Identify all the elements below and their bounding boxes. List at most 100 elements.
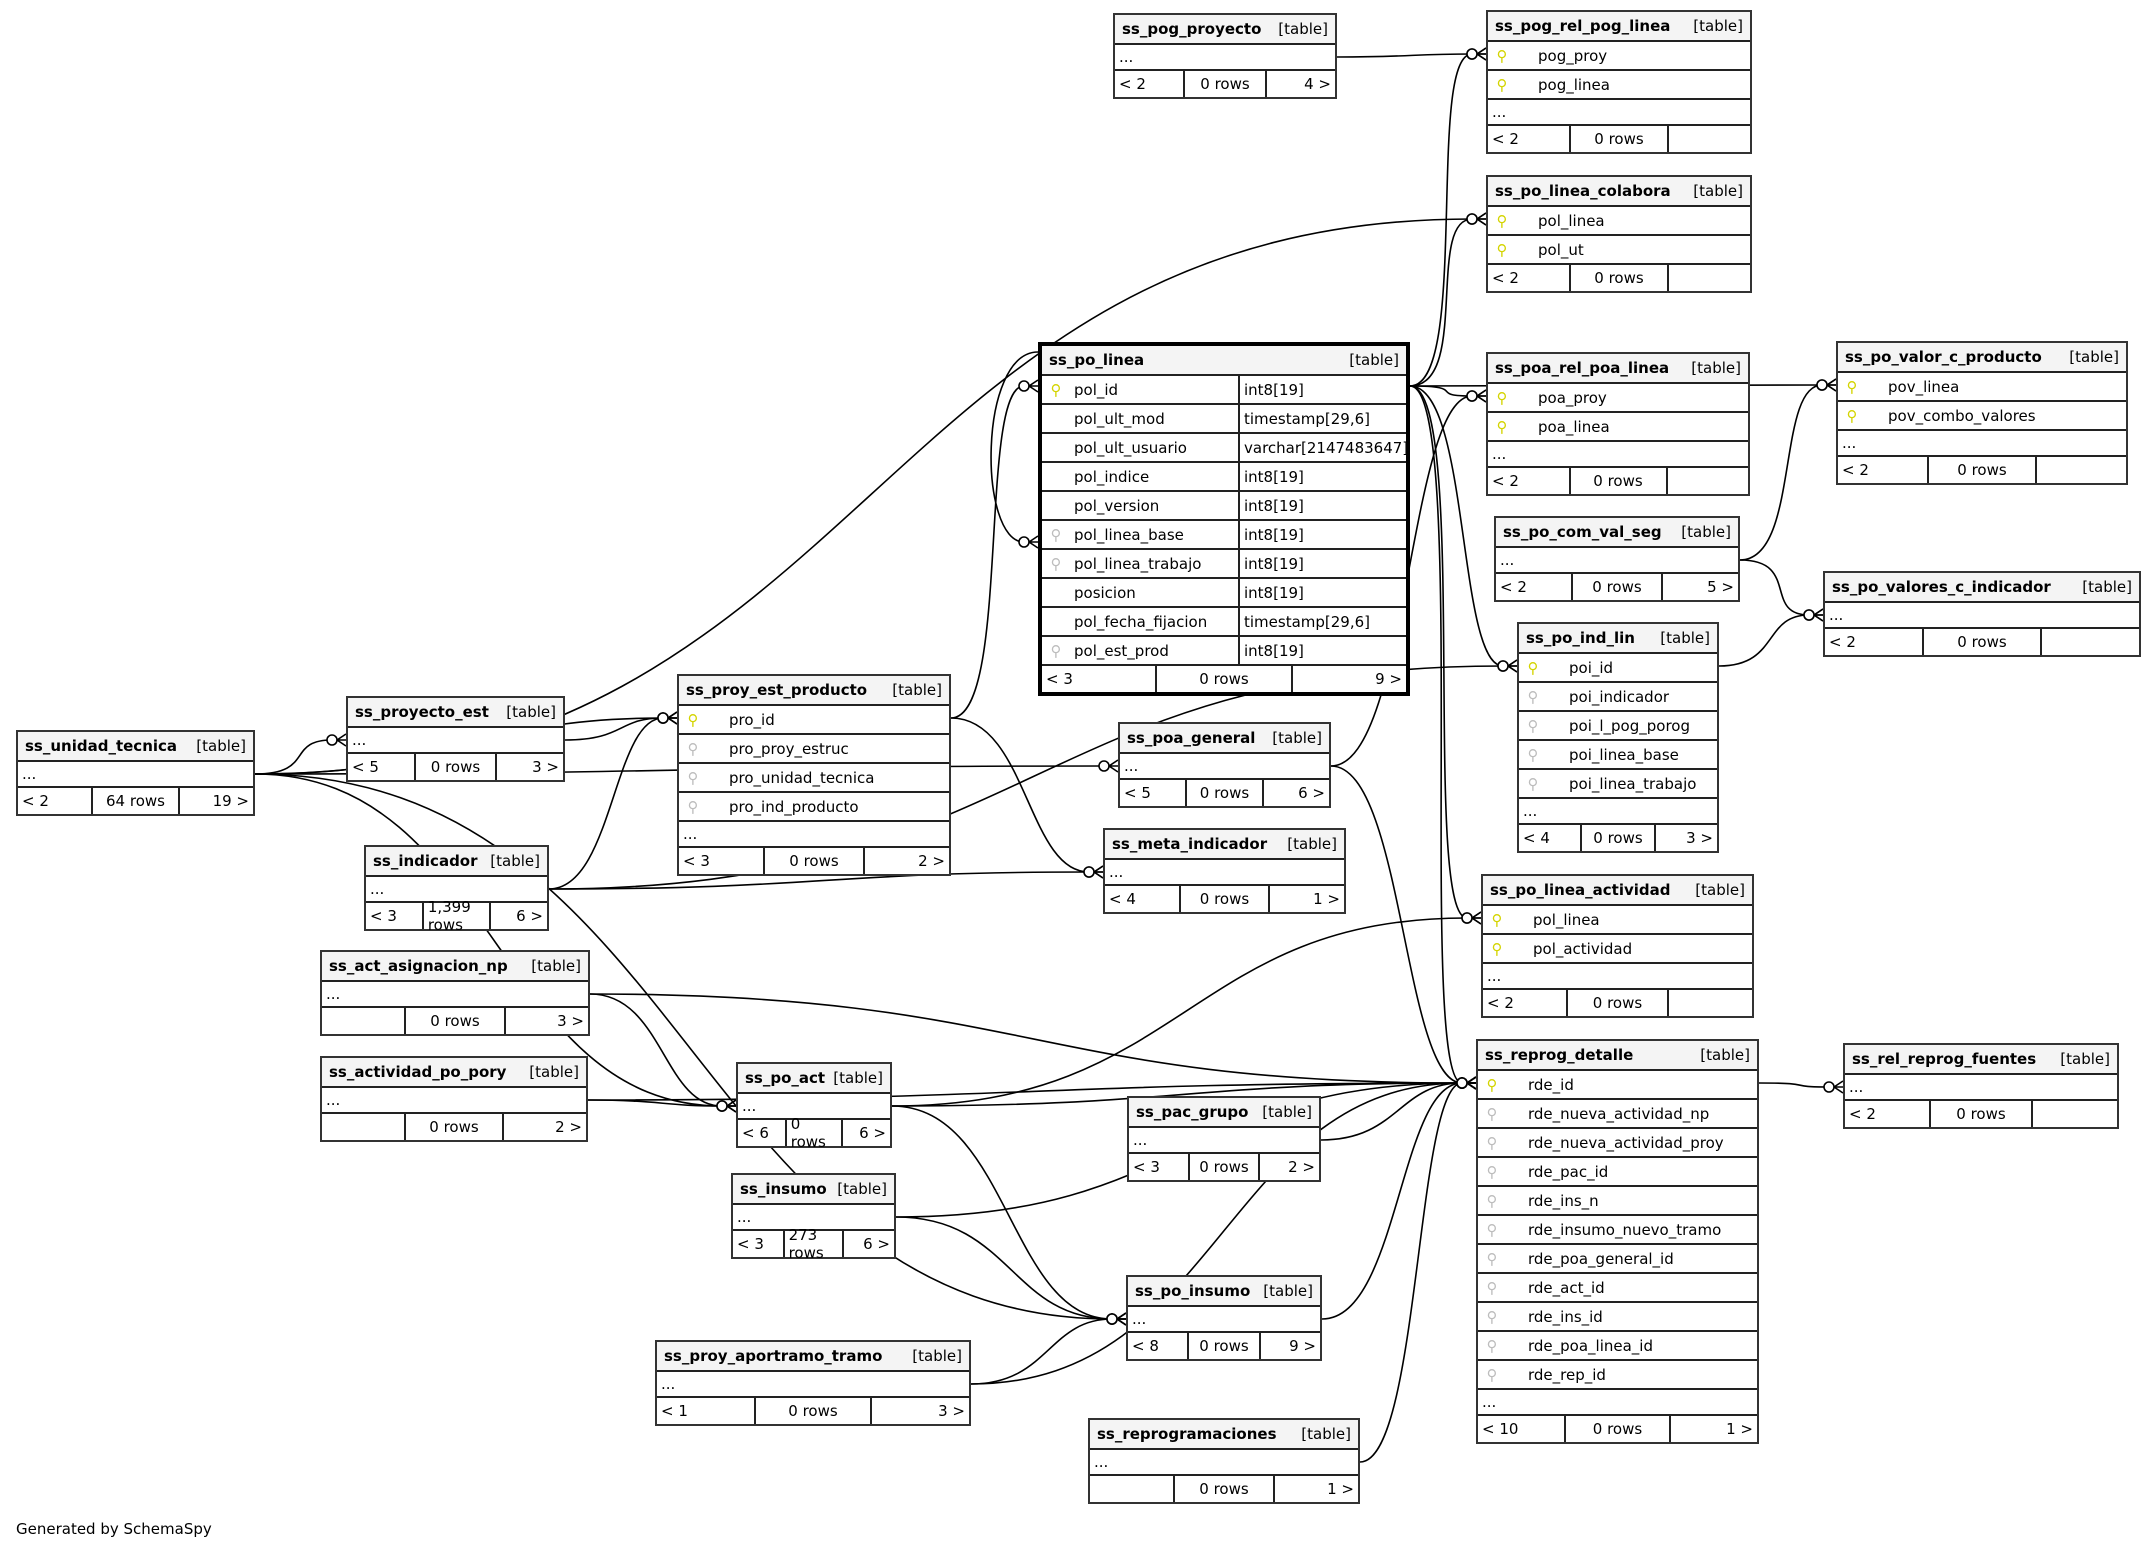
children-count[interactable]: 1 > [1313, 890, 1340, 908]
column-row[interactable]: ⚲ pog_linea [1488, 71, 1750, 100]
column-row[interactable]: ⚲ pov_linea [1838, 373, 2126, 402]
table-ss-actividad-po-pory[interactable]: ss_actividad_po_pory [table]... 0 rows 2… [320, 1056, 588, 1142]
table-ss-po-com-val-seg[interactable]: ss_po_com_val_seg [table]... < 2 0 rows … [1494, 516, 1740, 602]
children-count[interactable]: 1 > [1327, 1480, 1354, 1498]
children-count[interactable]: 1 > [1726, 1420, 1753, 1438]
table-ss-po-linea-colabora[interactable]: ss_po_linea_colabora [table] ⚲ pol_linea… [1486, 175, 1752, 293]
more-columns[interactable]: ... [1488, 442, 1748, 468]
table-ss-po-linea[interactable]: ss_po_linea [table] ⚲ pol_id int8[19] po… [1038, 342, 1410, 696]
children-count[interactable]: 9 > [1289, 1337, 1316, 1355]
children-count[interactable] [1669, 265, 1750, 291]
parents-count[interactable]: < 2 [1492, 472, 1519, 490]
column-row[interactable]: ⚲ poa_proy [1488, 384, 1748, 413]
column-row[interactable]: ⚲ poi_indicador [1519, 683, 1717, 712]
children-count[interactable]: 3 > [532, 758, 559, 776]
parents-count[interactable]: < 2 [22, 792, 49, 810]
table-ss-po-insumo[interactable]: ss_po_insumo [table]... < 8 0 rows 9 > [1126, 1275, 1322, 1361]
table-ss-po-valores-c-indicador[interactable]: ss_po_valores_c_indicador [table]... < 2… [1823, 571, 2141, 657]
parents-count[interactable]: < 5 [1124, 784, 1151, 802]
more-columns[interactable]: ... [366, 877, 547, 903]
column-row[interactable]: pol_version int8[19] [1042, 492, 1406, 521]
parents-count[interactable]: < 2 [1500, 578, 1527, 596]
parents-count[interactable]: < 3 [1046, 670, 1073, 688]
children-count[interactable]: 3 > [938, 1402, 965, 1420]
column-row[interactable]: ⚲ rde_act_id [1478, 1274, 1757, 1303]
column-row[interactable]: ⚲ pol_id int8[19] [1042, 376, 1406, 405]
column-row[interactable]: ⚲ rde_ins_id [1478, 1303, 1757, 1332]
parents-count[interactable]: < 5 [352, 758, 379, 776]
parents-count[interactable]: < 2 [1492, 269, 1519, 287]
parents-count[interactable]: < 2 [1487, 994, 1514, 1012]
children-count[interactable]: 2 > [555, 1118, 582, 1136]
parents-count[interactable]: < 2 [1842, 461, 1869, 479]
column-row[interactable]: pol_indice int8[19] [1042, 463, 1406, 492]
column-row[interactable]: ⚲ pol_linea [1483, 906, 1752, 935]
children-count[interactable]: 6 > [1298, 784, 1325, 802]
table-ss-reprogramaciones[interactable]: ss_reprogramaciones [table]... 0 rows 1 … [1088, 1418, 1360, 1504]
more-columns[interactable]: ... [1845, 1075, 2117, 1101]
table-ss-po-valor-c-producto[interactable]: ss_po_valor_c_producto [table] ⚲ pov_lin… [1836, 341, 2128, 485]
children-count[interactable] [2033, 1101, 2117, 1127]
column-row[interactable]: ⚲ poi_linea_base [1519, 741, 1717, 770]
children-count[interactable]: 6 > [863, 1235, 890, 1253]
more-columns[interactable]: ... [18, 762, 253, 788]
table-ss-poa-rel-poa-linea[interactable]: ss_poa_rel_poa_linea [table] ⚲ poa_proy … [1486, 352, 1750, 496]
table-ss-proy-aportramo-tramo[interactable]: ss_proy_aportramo_tramo [table]... < 1 0… [655, 1340, 971, 1426]
more-columns[interactable]: ... [733, 1205, 894, 1231]
table-ss-pac-grupo[interactable]: ss_pac_grupo [table]... < 3 0 rows 2 > [1127, 1096, 1321, 1182]
children-count[interactable]: 6 > [859, 1124, 886, 1142]
parents-count[interactable]: < 4 [1523, 829, 1550, 847]
more-columns[interactable]: ... [657, 1372, 969, 1398]
column-row[interactable]: ⚲ pro_proy_estruc [679, 735, 949, 764]
children-count[interactable]: 9 > [1375, 670, 1402, 688]
table-ss-indicador[interactable]: ss_indicador [table]... < 3 1,399 rows 6… [364, 845, 549, 934]
column-row[interactable]: pol_ult_usuario varchar[2147483647] [1042, 434, 1408, 463]
column-row[interactable]: ⚲ rde_poa_general_id [1478, 1245, 1757, 1274]
more-columns[interactable]: ... [738, 1094, 890, 1120]
children-count[interactable]: 2 > [918, 852, 945, 870]
column-row[interactable]: ⚲ pog_proy [1488, 42, 1750, 71]
more-columns[interactable]: ... [1120, 754, 1329, 780]
column-row[interactable]: ⚲ rde_nueva_actividad_proy [1478, 1129, 1757, 1158]
children-count[interactable]: 2 > [1288, 1158, 1315, 1176]
children-count[interactable] [1669, 990, 1752, 1016]
parents-count[interactable]: < 1 [661, 1402, 688, 1420]
table-ss-proyecto-est[interactable]: ss_proyecto_est [table]... < 5 0 rows 3 … [346, 696, 565, 782]
more-columns[interactable]: ... [679, 822, 949, 848]
table-ss-pog-rel-pog-linea[interactable]: ss_pog_rel_pog_linea [table] ⚲ pog_proy … [1486, 10, 1752, 154]
more-columns[interactable]: ... [322, 1088, 586, 1114]
column-row[interactable]: ⚲ rde_poa_linea_id [1478, 1332, 1757, 1361]
column-row[interactable]: ⚲ pol_linea_base int8[19] [1042, 521, 1406, 550]
column-row[interactable]: ⚲ rde_nueva_actividad_np [1478, 1100, 1757, 1129]
column-row[interactable]: ⚲ pro_unidad_tecnica [679, 764, 949, 793]
more-columns[interactable]: ... [1105, 860, 1344, 886]
more-columns[interactable]: ... [348, 728, 563, 754]
more-columns[interactable]: ... [1115, 45, 1335, 71]
table-ss-unidad-tecnica[interactable]: ss_unidad_tecnica [table]... < 2 64 rows… [16, 730, 255, 816]
parents-count[interactable]: < 10 [1482, 1420, 1519, 1438]
parents-count[interactable]: < 3 [370, 907, 397, 925]
table-ss-proy-est-producto[interactable]: ss_proy_est_producto [table] ⚲ pro_id ⚲ … [677, 674, 951, 876]
table-ss-po-linea-actividad[interactable]: ss_po_linea_actividad [table] ⚲ pol_line… [1481, 874, 1754, 1018]
parents-count[interactable]: < 8 [1132, 1337, 1159, 1355]
column-row[interactable]: ⚲ rde_insumo_nuevo_tramo [1478, 1216, 1757, 1245]
more-columns[interactable]: ... [1825, 603, 2139, 629]
table-ss-poa-general[interactable]: ss_poa_general [table]... < 5 0 rows 6 > [1118, 722, 1331, 808]
column-row[interactable]: ⚲ pol_ut [1488, 236, 1750, 265]
table-ss-act-asignacion-np[interactable]: ss_act_asignacion_np [table]... 0 rows 3… [320, 950, 590, 1036]
more-columns[interactable]: ... [1488, 100, 1750, 126]
more-columns[interactable]: ... [1838, 431, 2126, 457]
children-count[interactable] [1668, 468, 1749, 494]
column-row[interactable]: ⚲ poi_id [1519, 654, 1717, 683]
table-ss-po-act[interactable]: ss_po_act [table]... < 6 0 rows 6 > [736, 1062, 892, 1151]
children-count[interactable] [1669, 126, 1750, 152]
column-row[interactable]: pol_ult_mod timestamp[29,6] [1042, 405, 1406, 434]
column-row[interactable]: ⚲ rde_id [1478, 1071, 1757, 1100]
children-count[interactable]: 19 > [212, 792, 249, 810]
more-columns[interactable]: ... [1128, 1307, 1320, 1333]
parents-count[interactable]: < 3 [1133, 1158, 1160, 1176]
children-count[interactable] [2037, 457, 2126, 483]
table-ss-reprog-detalle[interactable]: ss_reprog_detalle [table] ⚲ rde_id ⚲ rde… [1476, 1039, 1759, 1444]
column-row[interactable]: ⚲ rde_pac_id [1478, 1158, 1757, 1187]
parents-count[interactable] [1090, 1476, 1173, 1502]
